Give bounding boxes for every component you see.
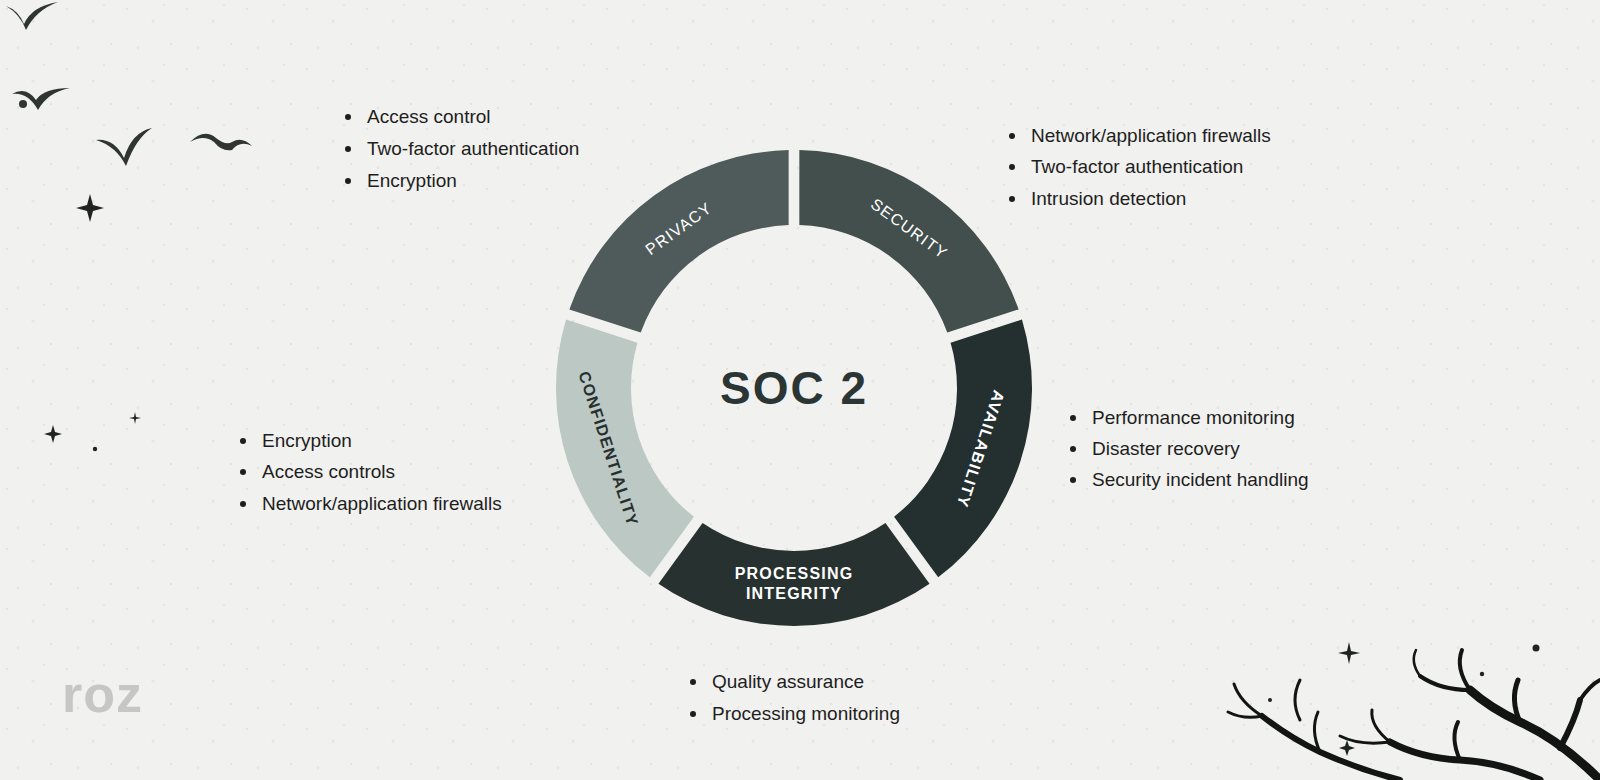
bullet-item: Quality assurance (712, 670, 864, 694)
segment-arc (658, 523, 929, 626)
bullet-item: Processing monitoring (712, 702, 900, 726)
bullet (690, 679, 696, 685)
bullet-item: Network/application firewalls (262, 492, 502, 516)
bullet (345, 178, 351, 184)
watermark-logo: roz (62, 664, 143, 724)
bullet (1070, 477, 1076, 483)
segment-arc (894, 320, 1032, 578)
bullet-item: Access controls (262, 460, 395, 484)
segment-label: PROCESSING INTEGRITY (729, 564, 859, 604)
center-title: SOC 2 (720, 361, 868, 415)
segment-arc (556, 320, 694, 578)
bullet (1009, 196, 1015, 202)
bullet (240, 501, 246, 507)
bullet (1070, 415, 1076, 421)
bullet (1009, 164, 1015, 170)
bullet (240, 469, 246, 475)
tree-branches (1228, 650, 1600, 780)
bullet-item: Two-factor authentication (1031, 155, 1243, 179)
bullet (1009, 133, 1015, 139)
bullet (345, 146, 351, 152)
bullet-item: Security incident handling (1092, 468, 1309, 492)
bullet-item: Two-factor authentication (367, 137, 579, 161)
bullet-item: Intrusion detection (1031, 187, 1186, 211)
sparkles (44, 194, 1540, 756)
bullet (240, 438, 246, 444)
bullet (345, 114, 351, 120)
bullet-item: Performance monitoring (1092, 406, 1295, 430)
bullet (1070, 446, 1076, 452)
bullet-item: Disaster recovery (1092, 437, 1240, 461)
bullet-item: Network/application firewalls (1031, 124, 1271, 148)
segment-arc (799, 150, 1018, 333)
bullet (690, 711, 696, 717)
bullet-item: Encryption (262, 429, 352, 453)
bullet-item: Encryption (367, 169, 457, 193)
segment-arc (569, 150, 788, 333)
birds (6, 2, 252, 166)
bullet-item: Access control (367, 105, 491, 129)
